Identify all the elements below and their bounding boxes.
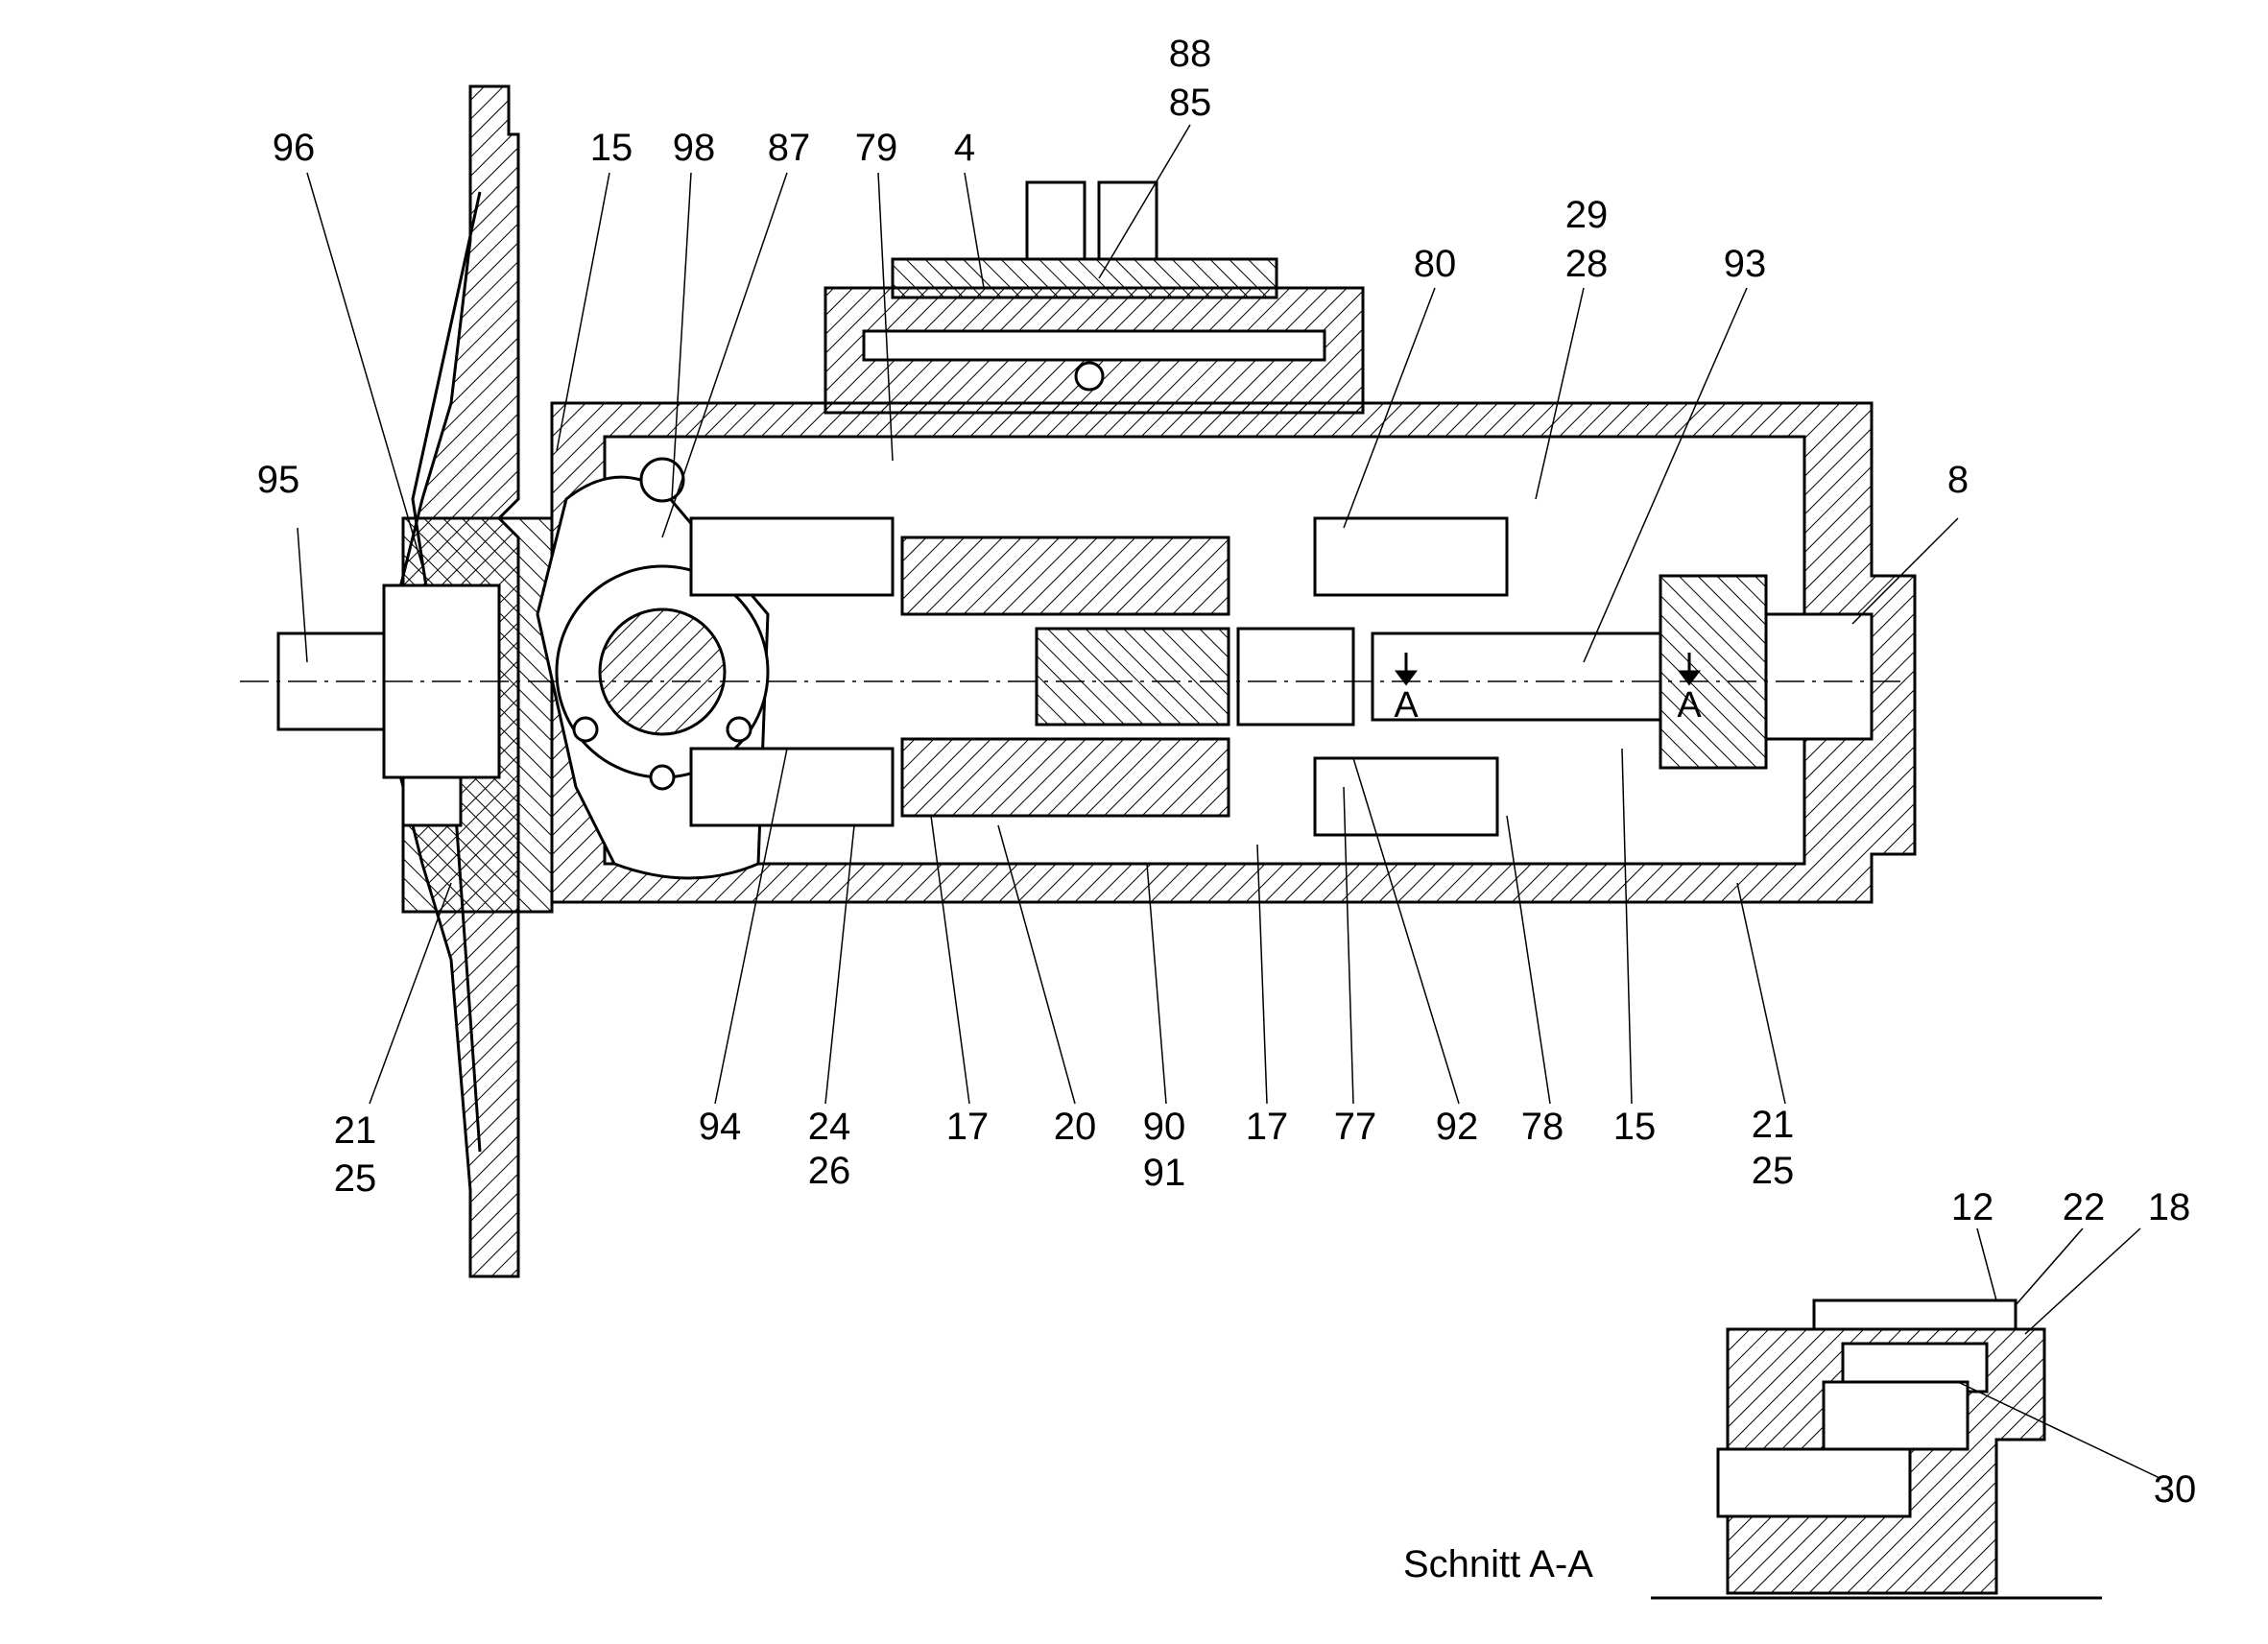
label-92: 92 xyxy=(1435,1106,1479,1148)
label-30: 30 xyxy=(2153,1468,2197,1511)
label-18: 18 xyxy=(2147,1186,2191,1228)
label-22: 22 xyxy=(2062,1186,2106,1228)
label-28: 28 xyxy=(1564,243,1609,285)
label-80: 80 xyxy=(1413,243,1457,285)
label-95: 95 xyxy=(256,459,300,501)
label-15-bottom: 15 xyxy=(1612,1106,1657,1148)
label-85: 85 xyxy=(1168,82,1212,124)
label-77: 77 xyxy=(1333,1106,1377,1148)
label-94: 94 xyxy=(698,1106,742,1148)
section-mark-a-left: A xyxy=(1394,685,1419,726)
label-26: 26 xyxy=(807,1150,851,1192)
label-17-left: 17 xyxy=(945,1106,990,1148)
label-21-right: 21 xyxy=(1751,1104,1795,1146)
label-25-left: 25 xyxy=(333,1157,377,1200)
label-21-left: 21 xyxy=(333,1109,377,1152)
control-valve-block xyxy=(824,180,1365,415)
leader-lines xyxy=(297,124,2161,1479)
label-12: 12 xyxy=(1950,1186,1994,1228)
label-17-right: 17 xyxy=(1245,1106,1289,1148)
cylinder-blocks xyxy=(689,516,1509,837)
section-mark-a-right: A xyxy=(1677,685,1702,726)
drive-shaft xyxy=(276,574,1874,779)
label-78: 78 xyxy=(1520,1106,1564,1148)
section-arrows xyxy=(1395,653,1701,686)
section-caption: Schnitt A-A xyxy=(1403,1543,1593,1585)
label-93: 93 xyxy=(1723,243,1767,285)
label-98: 98 xyxy=(672,127,716,169)
label-79: 79 xyxy=(854,127,898,169)
label-29: 29 xyxy=(1564,194,1609,236)
label-87: 87 xyxy=(767,127,811,169)
label-8: 8 xyxy=(1946,459,1970,501)
label-90: 90 xyxy=(1142,1106,1186,1148)
label-15-top: 15 xyxy=(589,127,633,169)
label-91: 91 xyxy=(1142,1152,1186,1194)
label-25-right: 25 xyxy=(1751,1150,1795,1192)
label-88: 88 xyxy=(1168,33,1212,75)
label-4: 4 xyxy=(953,127,976,169)
label-24: 24 xyxy=(807,1106,851,1148)
label-20: 20 xyxy=(1053,1106,1097,1148)
label-96: 96 xyxy=(272,127,316,169)
section-a-a-view xyxy=(1651,1299,2102,1600)
